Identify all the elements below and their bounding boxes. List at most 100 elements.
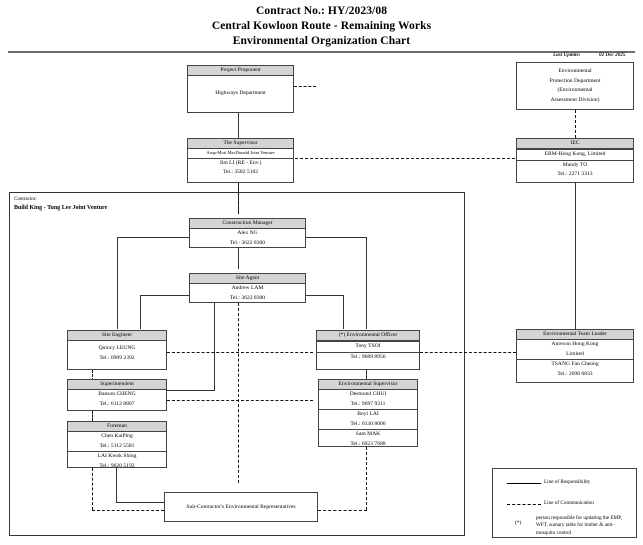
node-site-engineer-tel: Tel.: 6909 2392	[99, 354, 135, 361]
node-epd-line-4: Assessment Division)	[550, 96, 600, 103]
node-sub-contractor-representatives[interactable]: Sub-Contractor's Environmental Represent…	[164, 492, 318, 522]
line-sa-right-v	[343, 295, 344, 329]
node-etl-company-1: Aurecon Hong Kong	[551, 341, 599, 347]
line-cm-site-agent	[238, 248, 239, 269]
title-line-chart: Environmental Organization Chart	[232, 35, 411, 47]
line-iec-etl	[575, 183, 576, 329]
node-iec-tel: Tel.: 2271 3313	[557, 171, 593, 177]
dline-sup-es	[167, 400, 313, 401]
node-site-agent-tel: Tel.: 3622 8300	[229, 294, 266, 301]
node-supervisor-company: Arup-Mott MacDonald Joint Venture	[188, 149, 293, 159]
line-cm-right-h	[306, 237, 366, 238]
legend-star-note: person responsible for updating the EMP,…	[536, 515, 622, 536]
dline-supervisor-iec	[295, 158, 515, 159]
node-site-agent-name: Andrew LAM	[231, 285, 264, 291]
node-superintendent[interactable]: Superintendent Banson CHENG Tel.: 6112 8…	[67, 379, 167, 411]
dline-se-sup	[92, 370, 93, 381]
node-site-engineer[interactable]: Site Engineer Quincy LEUNG Tel.: 6909 23…	[67, 330, 167, 370]
dashed-line-icon	[507, 504, 541, 505]
legend-panel: Line of Responsibility Line of Communica…	[492, 468, 637, 538]
node-foreman-person-2-name: LAI Kwok Shing	[68, 451, 166, 462]
dline-epd-iec	[575, 110, 576, 138]
node-epd-line-3: (Environmental	[557, 87, 593, 93]
node-construction-manager-header: Construction Manager	[190, 219, 305, 229]
title-line-project: Central Kowloon Route - Remaining Works	[211, 20, 432, 32]
line-sa-center-h	[167, 390, 215, 391]
node-iec-name: Mandy TO	[517, 159, 633, 171]
node-environmental-supervisor[interactable]: Environmental Supervisor Desmond CHUI Te…	[318, 379, 418, 447]
node-es-person-3-tel: Tel.: 6923 7688	[350, 440, 386, 447]
dline-supervisor-down	[238, 183, 239, 214]
node-environmental-officer[interactable]: (*) Environmental Officer Tony TSOI Tel.…	[316, 330, 420, 370]
node-construction-manager-tel: Tel.: 3622 8300	[229, 239, 266, 246]
node-site-engineer-name: Quincy LEUNG	[98, 345, 136, 351]
line-foreman-sub-v	[116, 468, 117, 502]
node-etl-name: TSANG Fan Cheong	[517, 359, 633, 370]
node-the-supervisor[interactable]: The Supervisor Arup-Mott MacDonald Joint…	[187, 138, 294, 183]
line-sa-center-v	[214, 303, 215, 390]
dline-es-sub-v	[366, 447, 367, 510]
node-environmental-officer-header: (*) Environmental Officer	[317, 331, 419, 341]
node-foreman-person-1-name: Chen KaiPing	[101, 433, 133, 439]
solid-line-icon	[507, 483, 541, 484]
legend-star-marker: (*)	[515, 520, 522, 526]
node-environmental-officer-name: Tony TSOI	[317, 341, 419, 352]
node-site-agent-header: Site Agent	[190, 274, 305, 284]
dline-es-sub-h	[318, 510, 367, 511]
page-title: Contract No.: HY/2023/08 Central Kowloon…	[0, 4, 643, 49]
line-foreman-sub-h	[116, 502, 164, 503]
dline-se-eo	[167, 352, 313, 353]
title-line-contract: Contract No.: HY/2023/08	[255, 5, 388, 17]
line-cm-right-v	[366, 237, 367, 329]
line-cm-left-h	[117, 237, 189, 238]
node-environmental-team-leader[interactable]: Environmental Team Leader Aurecon Hong K…	[516, 329, 634, 383]
line-sa-left-v	[140, 295, 141, 329]
dline-center-spine	[238, 303, 239, 483]
node-project-proponent-header: Project Proponent	[188, 66, 293, 76]
node-etl-company-2: Limited	[566, 350, 584, 357]
node-iec-header: IEC	[517, 139, 633, 149]
legend-solid-label: Line of Responsibility	[544, 479, 591, 485]
node-foreman-person-1-tel: Tel.: 5112 5581	[99, 442, 135, 449]
node-superintendent-name: Banson CHENG	[98, 391, 136, 397]
last-update-label: Last Update:	[553, 52, 581, 58]
node-foreman-person-2-tel: Tel.: 9620 5193	[99, 462, 135, 469]
node-superintendent-header: Superintendent	[68, 380, 166, 390]
node-construction-manager[interactable]: Construction Manager Alex NG Tel.: 3622 …	[189, 218, 306, 248]
dline-proponent-epd	[294, 86, 316, 87]
dline-foreman-sub-v	[92, 468, 93, 510]
node-foreman[interactable]: Foreman Chen KaiPing Tel.: 5112 5581 LAI…	[67, 421, 167, 469]
node-environmental-protection-department[interactable]: Environmental Protection Department (Env…	[516, 62, 634, 110]
node-supervisor-tel: Tel.: 3582 5102	[222, 169, 259, 175]
node-construction-manager-name: Alex NG	[237, 230, 258, 236]
node-es-person-2-tel: Tel.: 6130 8006	[350, 420, 386, 427]
line-sa-left-h	[140, 295, 189, 296]
title-divider	[8, 51, 635, 53]
node-iec[interactable]: IEC ERM-Hong Kong, Limited Mandy TO Tel.…	[516, 138, 634, 183]
node-es-person-3-name: Sam MAK	[319, 429, 417, 440]
node-sub-contractor-body: Sub-Contractor's Environmental Represent…	[186, 504, 296, 510]
node-supervisor-name: Jim LI (RE - Env.)	[219, 159, 262, 166]
line-sa-right-h	[306, 295, 343, 296]
last-update-value: 02 Dec 2025	[599, 52, 626, 58]
node-iec-company: ERM-Hong Kong, Limited	[517, 149, 633, 160]
node-site-agent[interactable]: Site Agent Andrew LAM Tel.: 3622 8300	[189, 273, 306, 303]
contractor-frame	[9, 192, 465, 536]
node-etl-header: Environmental Team Leader	[517, 330, 633, 340]
node-site-engineer-header: Site Engineer	[68, 331, 166, 341]
node-foreman-header: Foreman	[68, 422, 166, 432]
contractor-name: Build King - Tung Lee Joint Venture	[14, 205, 108, 211]
line-eo-es	[366, 370, 367, 381]
node-project-proponent[interactable]: Project Proponent Highways Department	[187, 65, 294, 113]
node-environmental-supervisor-header: Environmental Supervisor	[319, 380, 417, 390]
dline-foreman-sub-h	[92, 510, 164, 511]
node-epd-line-1: Environmental	[558, 68, 592, 74]
node-environmental-officer-tel: Tel.: 9689 8956	[317, 351, 419, 363]
dline-sup-foreman	[92, 411, 93, 421]
node-epd-line-2: Protection Department	[549, 77, 601, 84]
legend-dashed-label: Line of Communication	[544, 500, 594, 506]
node-supervisor-header: The Supervisor	[188, 139, 293, 149]
dline-eo-etl	[420, 352, 516, 353]
contractor-label: Contractor:	[14, 197, 37, 202]
